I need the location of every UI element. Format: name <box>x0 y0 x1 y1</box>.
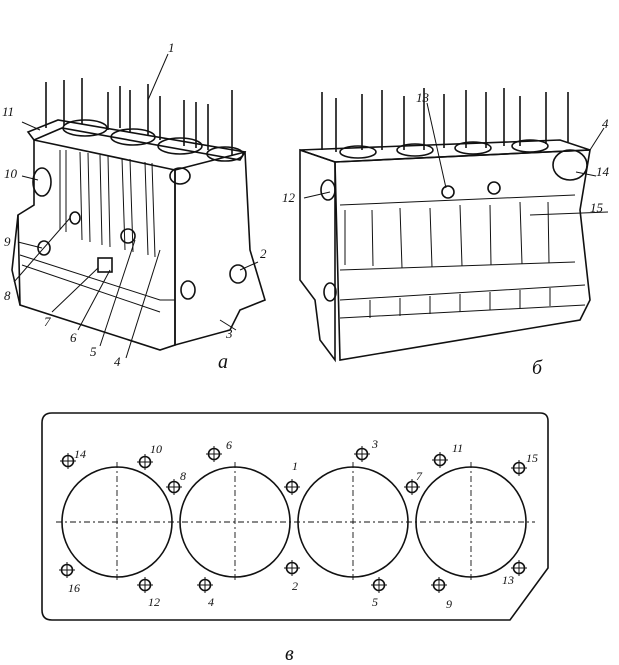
callout-14: 14 <box>596 164 610 179</box>
callout-10: 10 <box>4 166 18 181</box>
callout-9: 9 <box>4 234 11 249</box>
bolt-hole-crosshair <box>60 453 76 469</box>
bolt-number-label: 3 <box>371 437 378 451</box>
bolt-hole-crosshair <box>59 562 75 578</box>
bolt-hole-crosshair <box>354 446 370 462</box>
view-a-callouts: 1 2 3 4 5 6 7 8 9 10 11 а <box>2 40 267 373</box>
bolt-hole-crosshair <box>432 452 448 468</box>
callout-1: 1 <box>168 40 175 55</box>
bolt-number-label: 5 <box>372 595 378 609</box>
view-a-block-drawing <box>11 78 266 351</box>
bolt-number-label: 13 <box>502 573 514 587</box>
center-lines <box>56 462 535 582</box>
bolt-number-label: 11 <box>452 441 463 455</box>
bolt-hole-crosshair <box>166 479 182 495</box>
callout-5: 5 <box>90 344 97 359</box>
bolt-hole-crosshair <box>137 577 153 593</box>
bolt-hole-crosshair <box>137 454 153 470</box>
bolt-hole-crosshair <box>284 560 300 576</box>
bolt-number-label: 10 <box>150 442 162 456</box>
view-b-callouts: 4 12 13 14 15 б <box>282 90 610 379</box>
bolt-number-label: 14 <box>74 447 86 461</box>
bolt-number-label: 15 <box>526 451 538 465</box>
callout-2: 2 <box>260 246 267 261</box>
bolt-number-label: 6 <box>226 438 232 452</box>
bolt-number-label: 9 <box>446 597 452 611</box>
callout-12: 12 <box>282 190 296 205</box>
bolt-number-label: 8 <box>180 469 186 483</box>
bolt-number-label: 12 <box>148 595 160 609</box>
bolt-hole-crosshair <box>404 479 420 495</box>
callout-7: 7 <box>44 314 51 329</box>
callout-11: 11 <box>2 104 14 119</box>
bolt-hole-crosshair <box>371 577 387 593</box>
bolt-hole-crosshair <box>511 560 527 576</box>
callout-4: 4 <box>114 354 121 369</box>
callout-4-b: 4 <box>602 116 609 131</box>
callout-13: 13 <box>416 90 430 105</box>
caption-view-b: б <box>532 357 543 379</box>
caption-view-c: в <box>285 643 294 665</box>
bolt-hole-crosshair <box>197 577 213 593</box>
bolt-number-label: 4 <box>208 595 214 609</box>
callout-15: 15 <box>590 200 604 215</box>
caption-view-a: а <box>218 351 228 373</box>
view-b-block-drawing <box>299 88 591 363</box>
bolt-number-label: 16 <box>68 581 80 595</box>
callout-8: 8 <box>4 288 11 303</box>
bolt-number-label: 1 <box>292 459 298 473</box>
bolt-hole-crosshair <box>431 577 447 593</box>
bolt-hole-crosshair <box>206 446 222 462</box>
bolt-number-label: 7 <box>416 469 423 483</box>
leader-lines <box>13 53 609 359</box>
bolt-number-label: 2 <box>292 579 298 593</box>
bolt-hole-crosshair <box>511 460 527 476</box>
callout-3: 3 <box>225 326 233 341</box>
callout-6: 6 <box>70 330 77 345</box>
bolt-hole-crosshair <box>284 479 300 495</box>
